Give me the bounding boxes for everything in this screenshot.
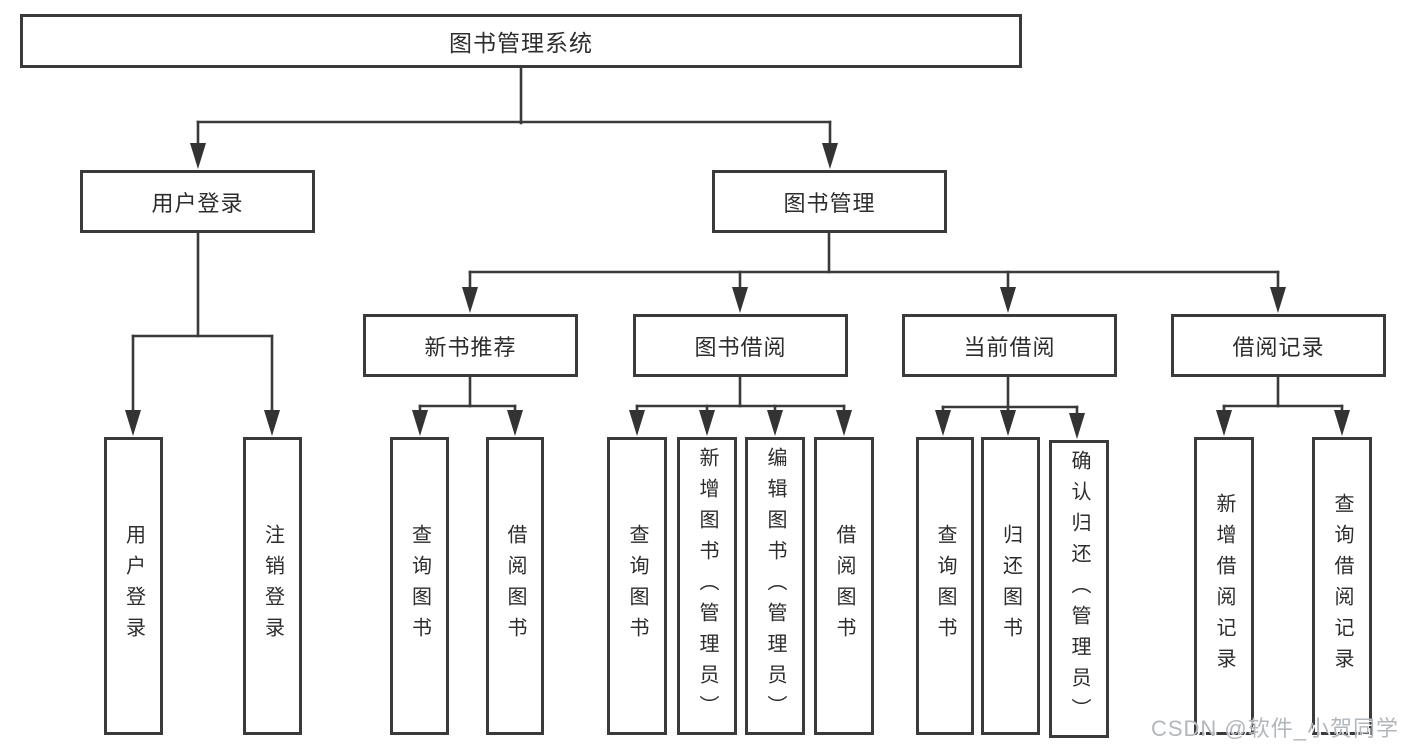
node-label: 确认归还（管理员） — [1068, 449, 1090, 729]
csdn-watermark: CSDN @软件_小贺同学 — [1150, 716, 1399, 741]
node-label: 新增借阅记录 — [1213, 493, 1235, 679]
arrowhead — [767, 410, 783, 436]
arrowhead — [836, 410, 852, 436]
node-user-login: 用户登录 — [80, 170, 315, 233]
leaf-add-books-admin: 新增图书（管理员） — [677, 437, 737, 735]
leaf-logout: 注销登录 — [243, 437, 302, 735]
leaf-return-books: 归还图书 — [981, 437, 1040, 735]
arrowhead — [699, 410, 715, 436]
node-label: 注销登录 — [261, 524, 284, 648]
leaf-query-books-recommendation: 查询图书 — [390, 437, 449, 735]
arrowhead — [1000, 287, 1016, 313]
leaf-edit-books-admin: 编辑图书（管理员） — [745, 437, 805, 735]
arrowhead — [462, 287, 478, 313]
arrowhead — [1334, 410, 1350, 436]
node-book-management-system: 图书管理系统 — [20, 14, 1022, 68]
arrowhead — [1270, 287, 1286, 313]
leaf-borrow-books-recommendation: 借阅图书 — [486, 437, 544, 735]
node-new-book-recommendation: 新书推荐 — [363, 314, 578, 377]
node-label: 新增图书（管理员） — [696, 446, 718, 726]
node-label: 归还图书 — [999, 524, 1022, 648]
leaf-user-login: 用户登录 — [104, 437, 163, 735]
arrowhead — [507, 410, 523, 436]
node-label: 借阅图书 — [833, 524, 855, 648]
node-label: 图书管理系统 — [449, 30, 593, 56]
arrowhead — [629, 410, 645, 436]
node-label: 借阅记录 — [1232, 334, 1325, 360]
node-current-borrowing: 当前借阅 — [902, 314, 1117, 377]
arrowhead — [732, 287, 748, 313]
node-book-management: 图书管理 — [712, 170, 947, 233]
leaf-query-borrowing-record: 查询借阅记录 — [1312, 437, 1372, 735]
arrowhead — [190, 143, 206, 169]
node-borrowing-records: 借阅记录 — [1171, 314, 1386, 377]
arrowhead — [1069, 413, 1085, 439]
node-label: 当前借阅 — [963, 334, 1056, 360]
node-label: 用户登录 — [122, 524, 145, 648]
node-label: 图书管理 — [783, 190, 876, 216]
arrowhead — [1000, 410, 1016, 436]
arrowhead — [125, 410, 141, 436]
node-label: 新书推荐 — [424, 334, 517, 360]
node-label: 图书借阅 — [694, 334, 787, 360]
leaf-query-books-current: 查询图书 — [916, 437, 974, 735]
node-label: 查询图书 — [626, 524, 648, 648]
leaf-query-books-borrowing: 查询图书 — [607, 437, 667, 735]
arrowhead — [822, 143, 838, 169]
leaf-borrow-books: 借阅图书 — [814, 437, 874, 735]
node-label: 用户登录 — [151, 190, 244, 216]
arrowhead — [412, 410, 428, 436]
node-label: 编辑图书（管理员） — [764, 446, 786, 726]
leaf-confirm-return-admin: 确认归还（管理员） — [1049, 440, 1109, 738]
node-label: 查询图书 — [934, 524, 956, 648]
arrowhead — [264, 410, 280, 436]
node-label: 借阅图书 — [504, 524, 526, 648]
node-label: 查询图书 — [408, 524, 431, 648]
node-book-borrowing: 图书借阅 — [633, 314, 848, 377]
arrowhead — [935, 410, 951, 436]
leaf-add-borrowing-record: 新增借阅记录 — [1194, 437, 1254, 735]
arrowhead — [1216, 410, 1232, 436]
node-label: 查询借阅记录 — [1331, 493, 1353, 679]
